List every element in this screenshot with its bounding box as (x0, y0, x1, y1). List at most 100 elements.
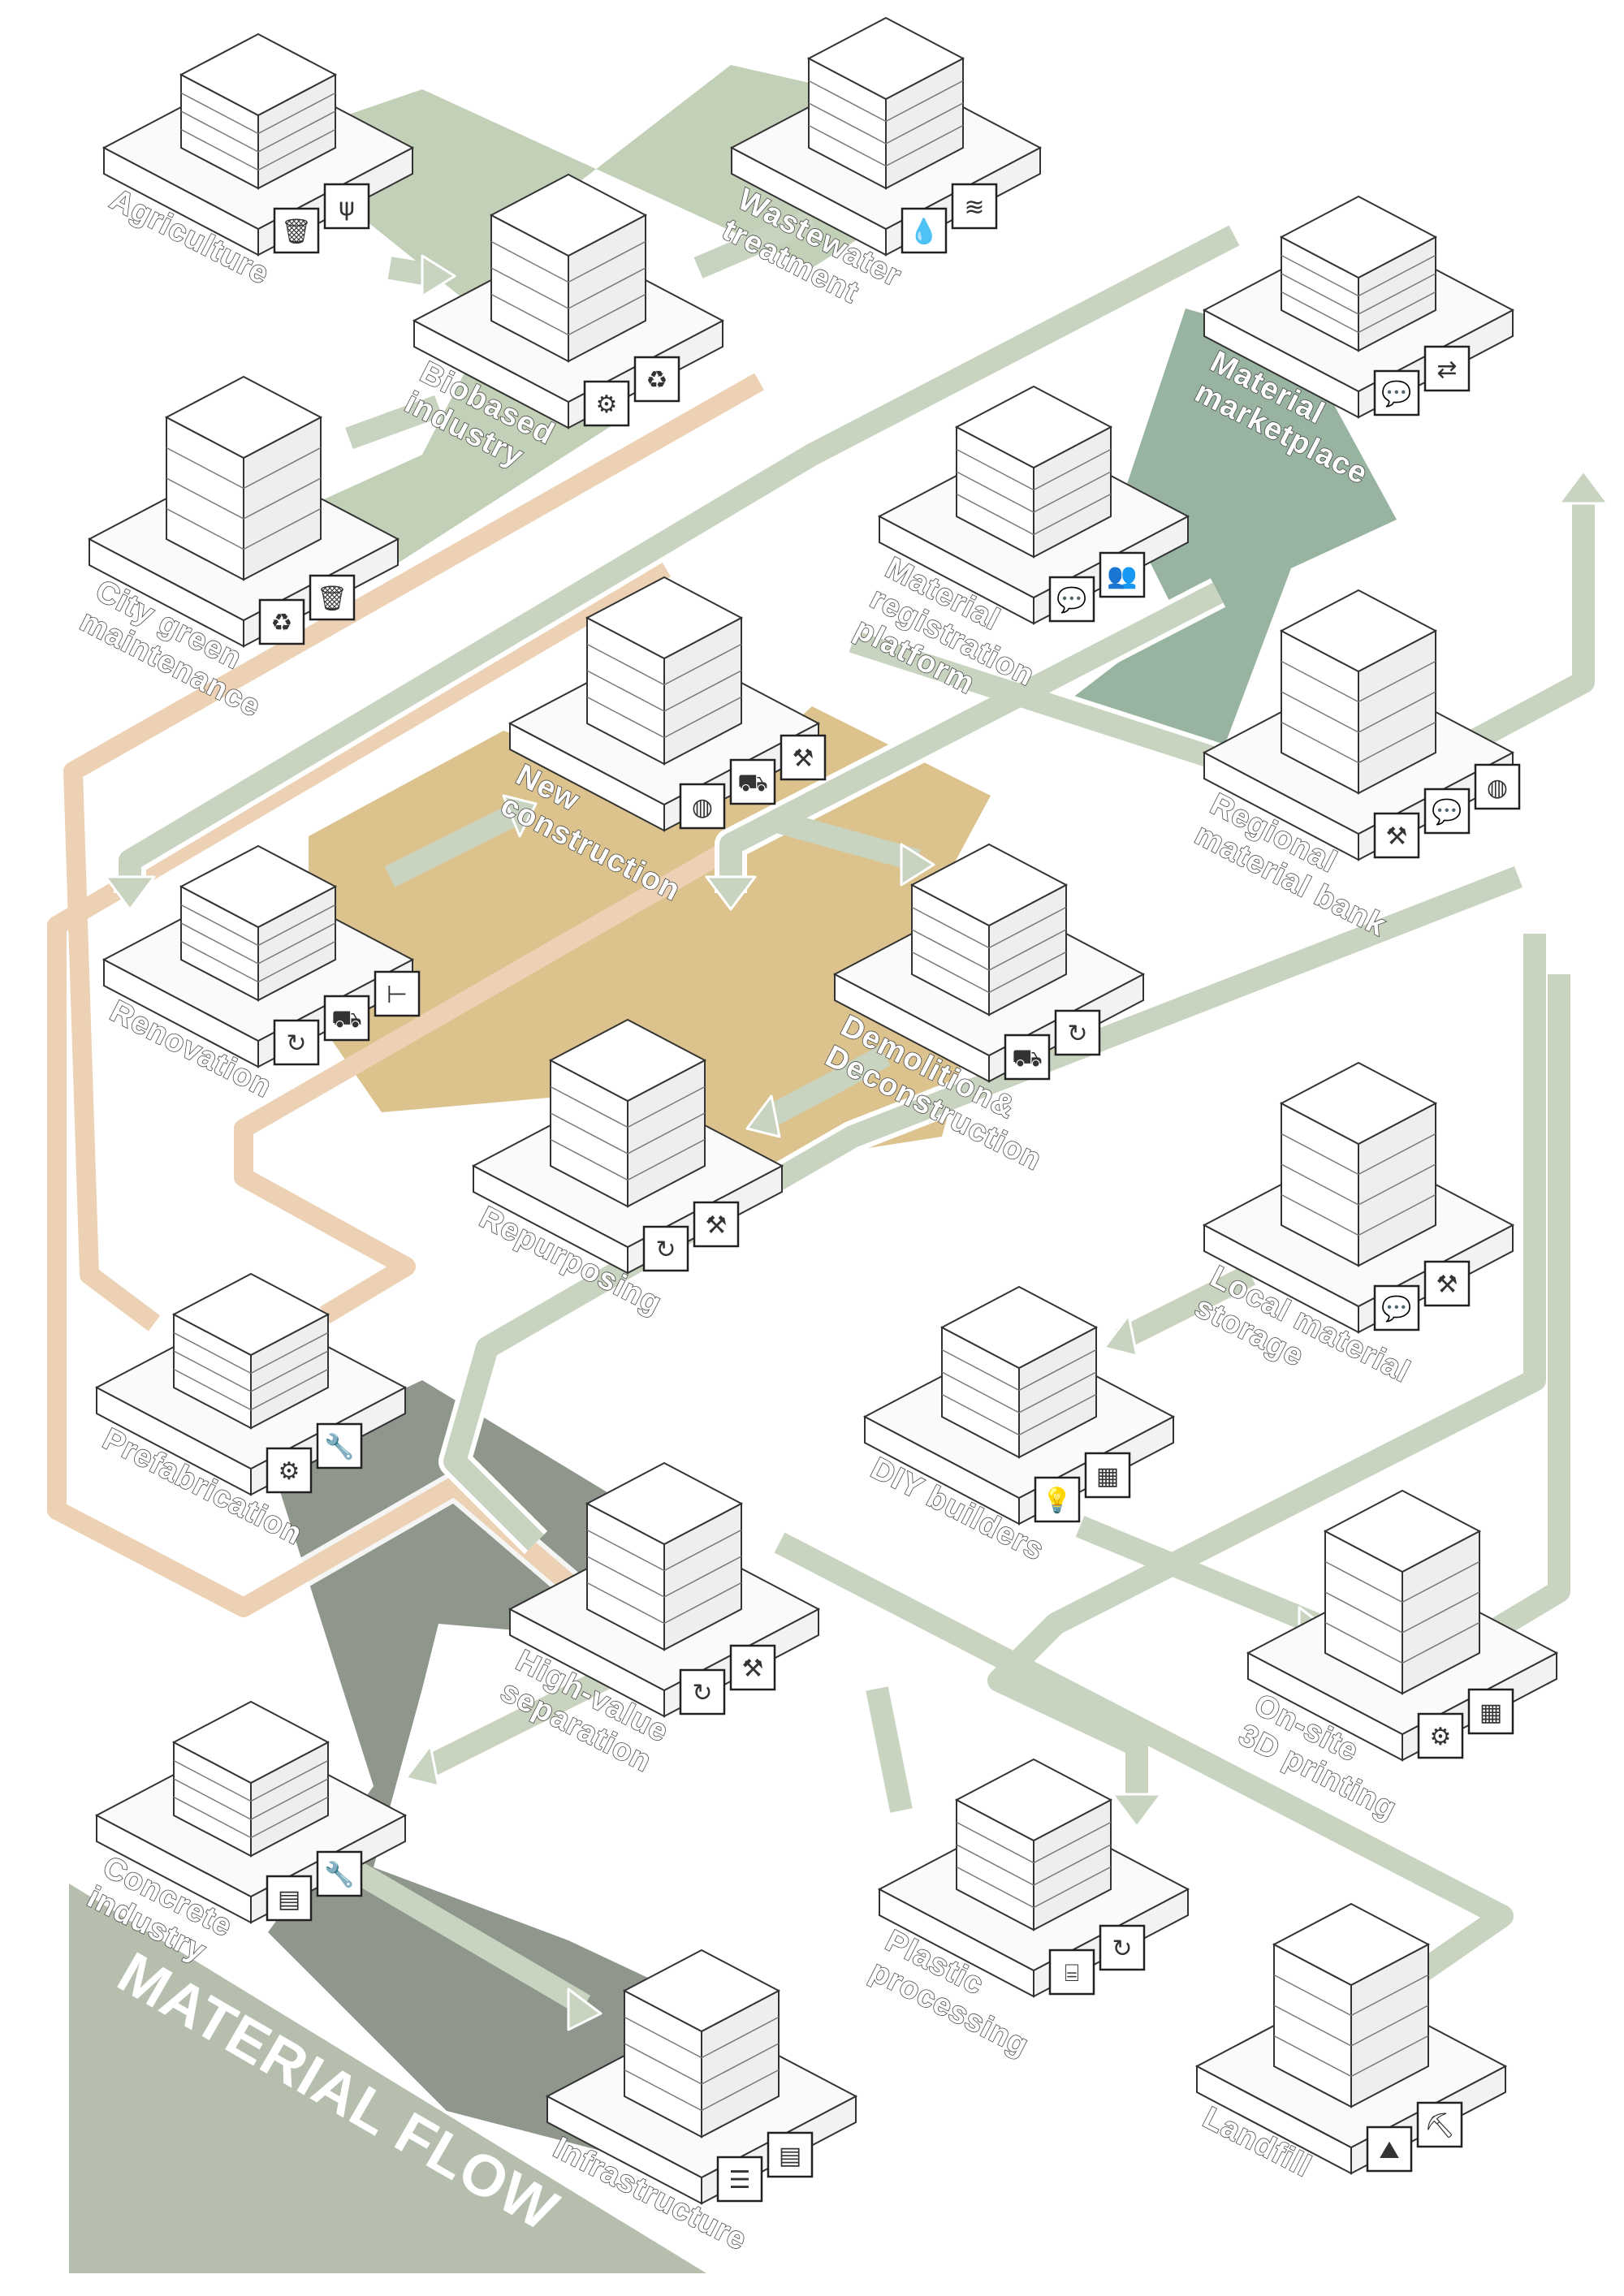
svg-text:⚙: ⚙ (596, 391, 618, 419)
crane-icon: ⚒ (693, 1201, 740, 1248)
globe-icon: ◍ (1474, 763, 1521, 810)
node-on-site-3d-printing[interactable]: ⚙▦On-site3D printing (1233, 1489, 1559, 1827)
building-illustration (585, 1461, 744, 1651)
node-local-material-storage[interactable]: 💬⚒Local materialstorage (1189, 1061, 1515, 1420)
blueprint-icon: ▦ (1084, 1452, 1131, 1499)
svg-text:⊢: ⊢ (387, 981, 408, 1009)
blueprint-icon: ▦ (1467, 1688, 1514, 1735)
crane-icon: ⚒ (1373, 812, 1420, 859)
cycle-icon: ↻ (679, 1668, 726, 1716)
svg-text:💡: 💡 (1042, 1486, 1072, 1515)
svg-text:⛰: ⛰ (1379, 2136, 1399, 2164)
building-illustration (954, 385, 1113, 559)
recycle-icon: ♻ (258, 598, 305, 645)
node-wastewater-treatment[interactable]: 💧≋Wastewatertreatment (716, 16, 1043, 324)
cycle-icon: ↻ (1054, 1009, 1101, 1056)
building-illustration (806, 16, 965, 190)
building-illustration (939, 1285, 1099, 1459)
svg-text:⛟: ⛟ (737, 769, 768, 797)
title-band (69, 1884, 706, 2273)
crane-icon: ⚒ (1423, 1260, 1471, 1307)
svg-text:🔧: 🔧 (324, 1859, 354, 1889)
building-illustration (1279, 195, 1438, 352)
sludge-icon: ≋ (951, 183, 998, 230)
node-high-value-separation[interactable]: ↻⚒High-valueseparation (495, 1461, 821, 1780)
tools-icon: 🔧 (316, 1422, 363, 1470)
truck-icon: ⛟ (1004, 1034, 1051, 1081)
svg-text:⚙: ⚙ (279, 1457, 300, 1486)
marketplace-band (1072, 309, 1397, 763)
chat-icon: 💬 (1423, 788, 1471, 835)
exchange-icon: ⇄ (1423, 345, 1471, 392)
svg-text:▦: ▦ (1096, 1462, 1119, 1491)
trash-icon: 🗑 (309, 574, 356, 621)
truck-icon: ⛟ (323, 995, 370, 1042)
building-illustration (179, 844, 338, 1002)
svg-text:↻: ↻ (655, 1236, 676, 1264)
people-icon: 👥 (1099, 551, 1146, 598)
machine-icon: ⌸ (1048, 1949, 1095, 1996)
svg-text:⚙: ⚙ (1430, 1723, 1452, 1751)
brick-icon: ▤ (266, 1875, 313, 1922)
tools-icon: 🔧 (316, 1850, 363, 1897)
svg-text:↻: ↻ (692, 1679, 712, 1707)
svg-text:▤: ▤ (278, 1885, 300, 1914)
svg-text:♻: ♻ (646, 366, 668, 395)
building-illustration (1272, 1902, 1431, 2108)
building-illustration (164, 375, 323, 581)
svg-text:⚒: ⚒ (742, 1655, 764, 1683)
cycle-icon: ↻ (1099, 1924, 1146, 1971)
svg-text:⌸: ⌸ (1065, 1959, 1079, 1987)
cycle-icon: ↻ (642, 1225, 689, 1272)
lightbulb-icon: 💡 (1034, 1476, 1081, 1523)
svg-text:👥: 👥 (1107, 562, 1137, 590)
building-illustration (1279, 1061, 1438, 1267)
layers-icon: ☰ (716, 2156, 763, 2203)
chat-icon: 💬 (1373, 1284, 1420, 1331)
svg-text:☰: ☰ (729, 2166, 751, 2195)
svg-text:⛟: ⛟ (1012, 1044, 1043, 1072)
svg-text:⚒: ⚒ (1436, 1271, 1458, 1299)
svg-text:↻: ↻ (286, 1029, 306, 1058)
cycle-icon: ↻ (273, 1019, 320, 1066)
svg-text:♻: ♻ (271, 609, 293, 637)
brick-icon: ▤ (767, 2131, 814, 2178)
building-illustration (489, 173, 648, 363)
building-illustration (171, 1700, 330, 1858)
node-concrete-industry[interactable]: ▤🔧Concreteindustry (81, 1700, 408, 1974)
svg-text:▤: ▤ (779, 2142, 801, 2170)
building-illustration (909, 843, 1069, 1016)
building-illustration (171, 1272, 330, 1430)
svg-text:▦: ▦ (1479, 1698, 1502, 1727)
svg-text:⚒: ⚒ (793, 744, 814, 773)
building-illustration (585, 576, 744, 766)
crane-icon: ⚒ (780, 734, 827, 781)
svg-text:↻: ↻ (1067, 1020, 1087, 1048)
building-illustration (179, 32, 338, 190)
building-illustration (1323, 1489, 1482, 1695)
svg-text:◍: ◍ (1487, 774, 1508, 802)
measure-icon: ⊢ (374, 970, 421, 1017)
gear-icon: ⚙ (266, 1447, 313, 1494)
building-illustration (548, 1018, 707, 1208)
svg-text:≋: ≋ (964, 193, 984, 222)
wheat-icon: ψ (323, 183, 370, 230)
excavator-icon: ⛏ (1416, 2101, 1463, 2148)
dump-icon: ⛰ (1366, 2126, 1413, 2173)
svg-text:💬: 💬 (1056, 585, 1086, 615)
crane-icon: ⚒ (729, 1644, 776, 1691)
svg-text:🗑: 🗑 (317, 585, 348, 613)
svg-text:💬: 💬 (1381, 1294, 1411, 1323)
svg-text:⛏: ⛏ (1424, 2112, 1455, 2140)
water-drop-icon: 💧 (901, 207, 948, 254)
svg-text:↻: ↻ (1112, 1935, 1132, 1963)
node-biobased-industry[interactable]: ⚙♻Biobasedindustry (399, 173, 725, 482)
truck-icon: ⛟ (729, 758, 776, 805)
svg-text:⚒: ⚒ (1386, 822, 1408, 851)
svg-text:⇄: ⇄ (1436, 356, 1457, 384)
svg-text:💬: 💬 (1432, 797, 1462, 826)
gear-leaf-icon: ⚙ (1417, 1712, 1464, 1759)
